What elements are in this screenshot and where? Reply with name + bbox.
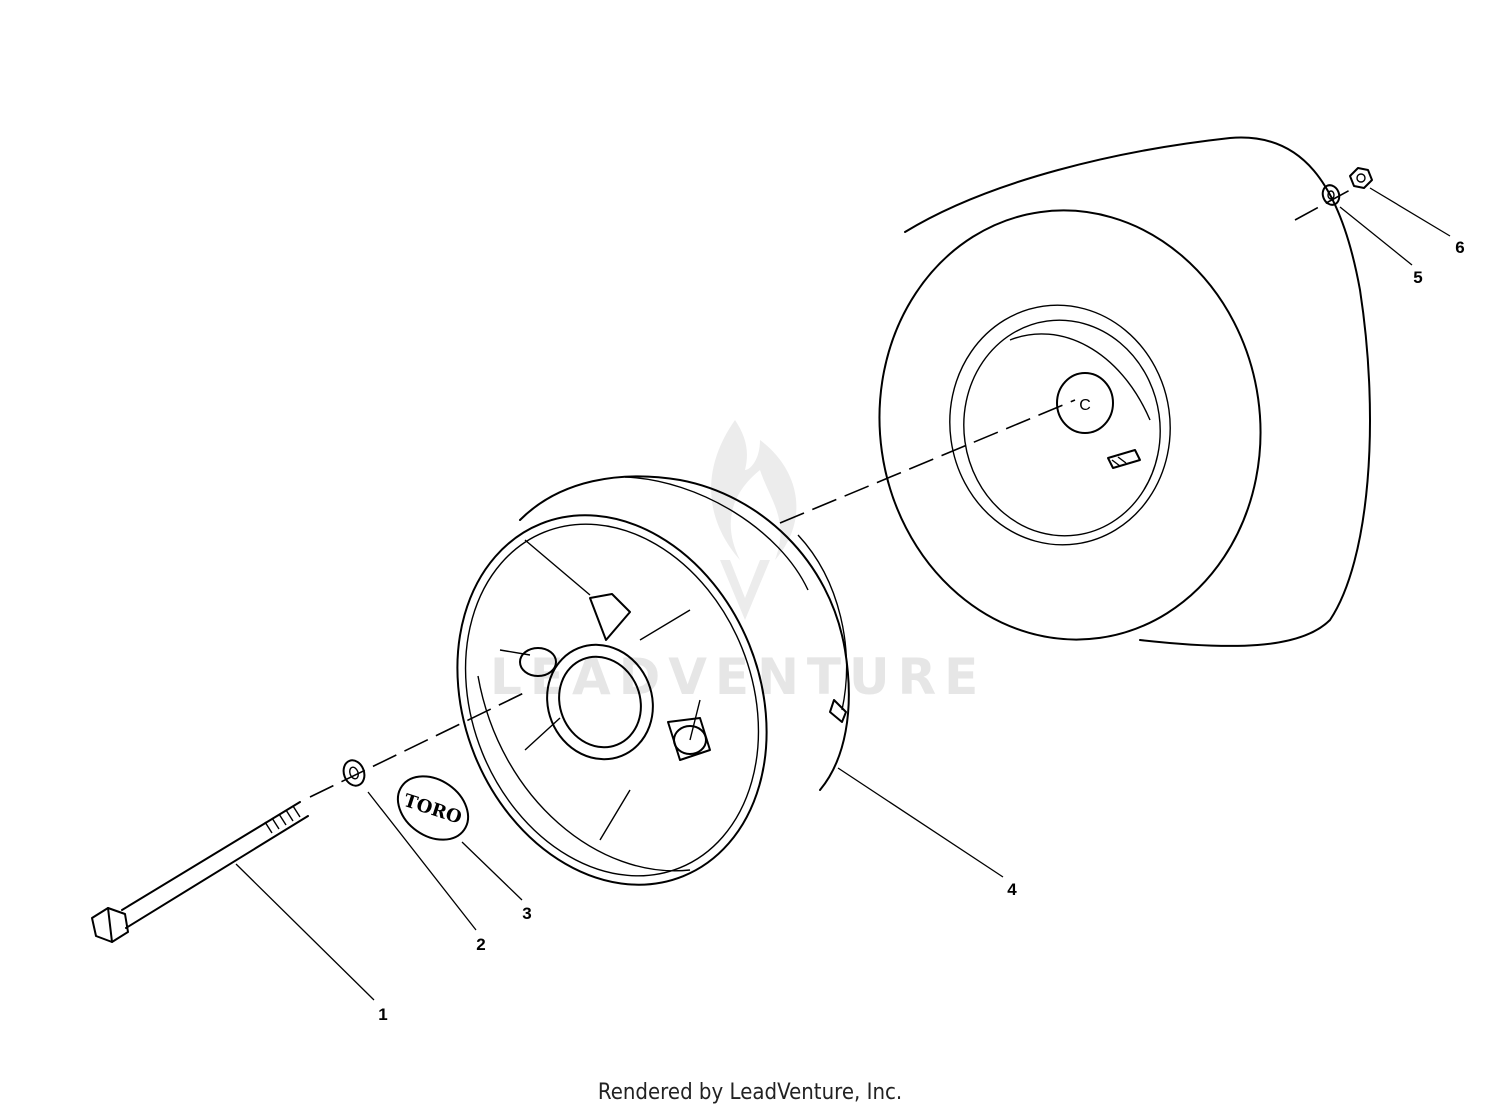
valve-stem (1107, 449, 1141, 469)
callout-3: 3 (522, 904, 531, 923)
callout-5: 5 (1413, 268, 1422, 287)
bolt (91, 801, 309, 943)
callout-6: 6 (1455, 238, 1464, 257)
hub-mark: C (1079, 397, 1091, 414)
hub-cap (1056, 372, 1114, 434)
tire: C (878, 136, 1371, 647)
toro-decal: TORO (396, 775, 470, 841)
wheel-weight (456, 475, 850, 886)
decal-text: TORO (401, 790, 464, 828)
nut (1349, 167, 1373, 189)
leadventure-watermark: LEADVENTURE (490, 420, 986, 706)
footer-credit: Rendered by LeadVenture, Inc. (597, 1080, 903, 1105)
washer-left (342, 759, 366, 787)
callout-2: 2 (476, 935, 485, 954)
callout-1: 1 (378, 1005, 387, 1024)
callout-4: 4 (1007, 880, 1017, 899)
washer-right (1321, 184, 1341, 206)
leader-lines (235, 187, 1451, 1001)
watermark-text: LEADVENTURE (490, 648, 986, 706)
